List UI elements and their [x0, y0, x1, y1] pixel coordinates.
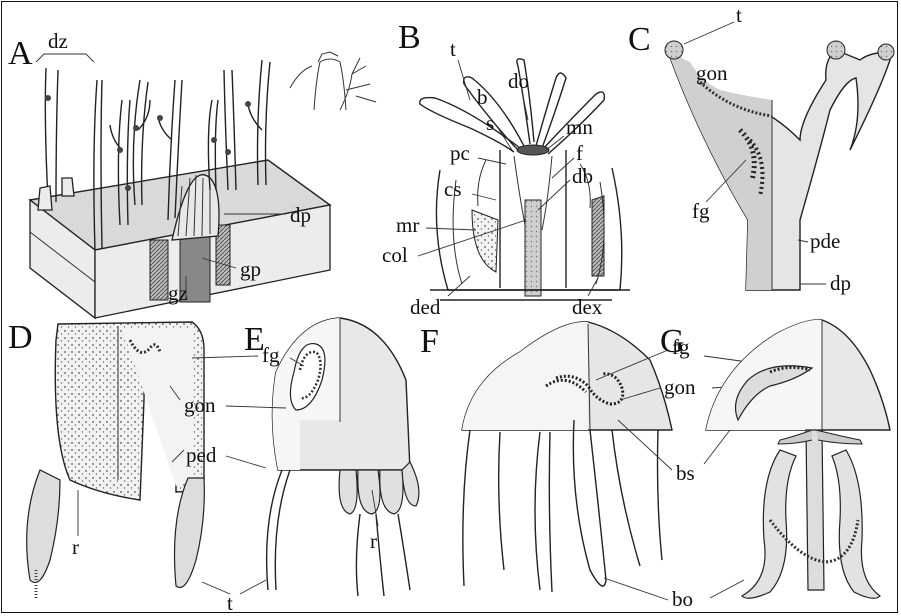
- panel-d-letter: D: [8, 319, 33, 356]
- medusa-g-arm-left: [742, 450, 796, 598]
- column-col: [525, 200, 541, 296]
- panel-b: B t b do s mn pc f db: [382, 19, 630, 319]
- label-b-mr: mr: [396, 213, 419, 237]
- label-b-s: s: [486, 111, 494, 135]
- section-pore-1: [150, 240, 168, 300]
- panel-g: G: [660, 320, 890, 598]
- label-b-mn: mn: [566, 115, 593, 139]
- label-a-dp: dp: [290, 203, 311, 227]
- label-e-fg: fg: [262, 343, 280, 367]
- label-e-t: t: [227, 591, 233, 615]
- tentacle-bulb-right: [175, 478, 205, 588]
- panel-e: E r fg gon ped t: [170, 318, 419, 615]
- label-b-b: b: [477, 85, 488, 109]
- inset-zooid-sketch: [290, 52, 376, 110]
- panel-g-letter: G: [660, 323, 685, 360]
- panel-f: F fg gon bs bo: [420, 322, 748, 611]
- label-b-f: f: [576, 141, 583, 165]
- medusa-f-tentacles: [463, 420, 662, 592]
- label-b-t: t: [450, 37, 456, 61]
- label-e-r: r: [370, 529, 377, 553]
- panel-f-letter: F: [420, 323, 439, 360]
- label-b-pc: pc: [450, 141, 470, 165]
- dz-bracket: [36, 54, 94, 62]
- label-g-bo: bo: [672, 587, 693, 611]
- label-a-gz: gz: [168, 281, 188, 305]
- tentacle-bulb-left: [27, 470, 60, 583]
- label-d-r: r: [72, 535, 79, 559]
- panel-a-letter: A: [8, 35, 33, 72]
- label-e-ped: ped: [186, 443, 217, 467]
- medusa-g-manubrium: [806, 430, 824, 590]
- tentacle-knob-right: [878, 44, 894, 60]
- label-a-gp: gp: [240, 257, 261, 281]
- tentacle-knob-left: [665, 41, 683, 59]
- panel-c-letter: C: [628, 21, 651, 58]
- label-b-db: db: [572, 164, 593, 188]
- label-a-dz: dz: [48, 29, 68, 53]
- label-c-pde: pde: [810, 229, 840, 253]
- label-b-cs: cs: [444, 177, 462, 201]
- label-c-dp: dp: [830, 271, 851, 295]
- mouth: [517, 145, 549, 155]
- panel-a: A: [8, 29, 376, 318]
- label-b-do: do: [508, 69, 529, 93]
- label-g-gon: gon: [664, 375, 696, 399]
- tentacle-knob-mid: [827, 41, 845, 59]
- label-c-gon: gon: [696, 61, 728, 85]
- label-b-col: col: [382, 243, 408, 267]
- panel-c: C t gon fg pde dp: [628, 3, 894, 295]
- panel-b-letter: B: [398, 19, 421, 56]
- label-e-gon: gon: [184, 393, 216, 417]
- label-b-dex: dex: [572, 295, 603, 319]
- label-b-ded: ded: [410, 295, 441, 319]
- label-c-fg: fg: [692, 199, 710, 223]
- label-c-t: t: [736, 3, 742, 27]
- label-g-bs: bs: [676, 461, 695, 485]
